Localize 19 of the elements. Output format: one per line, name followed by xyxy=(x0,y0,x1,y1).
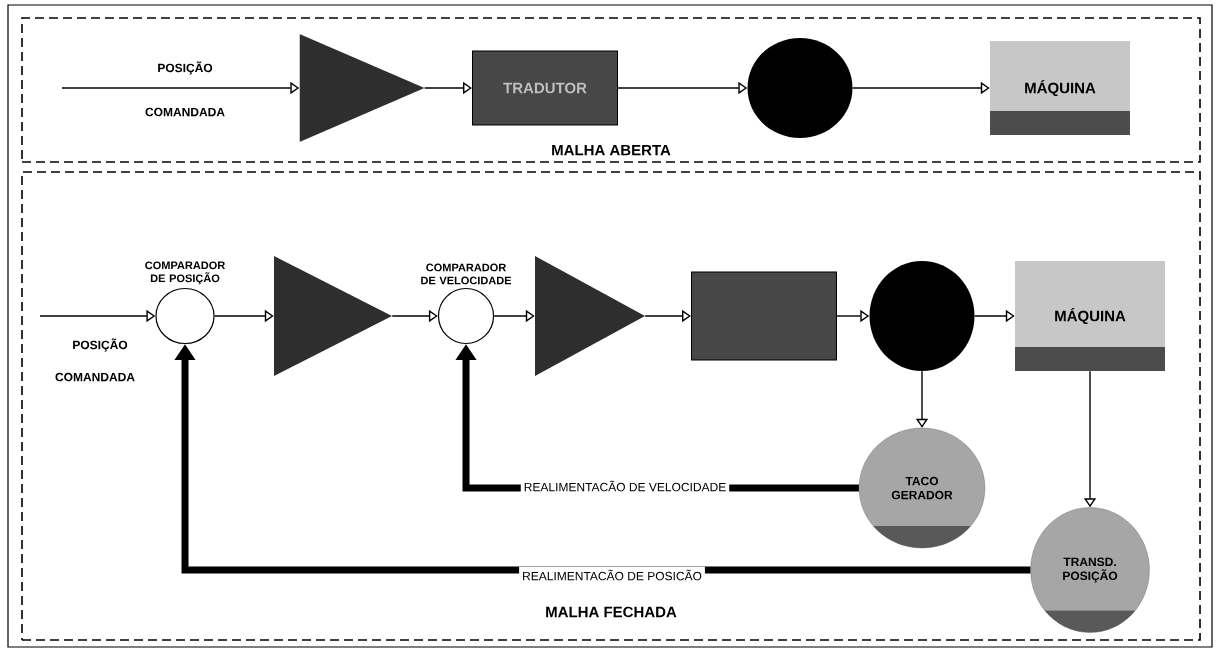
input-label: POSIÇÃO xyxy=(158,61,213,75)
input-label: COMANDADA xyxy=(55,372,135,382)
input-label: POSIÇÃO xyxy=(73,338,128,352)
amplifier-triangle xyxy=(274,256,392,376)
motor-drawing xyxy=(747,38,853,138)
edge-label: REALIMENTACÃO DE VELOCIDADE xyxy=(520,477,730,495)
motor-drawing xyxy=(869,261,975,371)
edge-label: REALIMENTACÃO DE POSICÃO xyxy=(519,566,705,584)
node-label: COMPARADOR DE VELOCIDADE xyxy=(421,263,512,285)
machine-box: MÁQUINA xyxy=(1015,261,1165,371)
translator-box xyxy=(691,271,837,361)
amplifier-triangle xyxy=(299,34,425,142)
translator-box: TRADUTOR xyxy=(472,50,618,126)
machine-box: MÁQUINA xyxy=(990,41,1130,135)
sensor-drawing: TACO GERADOR xyxy=(858,427,986,549)
input-label: COMANDADA xyxy=(145,107,225,117)
amplifier-triangle xyxy=(535,256,645,376)
node-label: COMPARADOR DE POSIÇÃO xyxy=(145,261,225,285)
sensor-drawing: TRANSD. POSIÇÃO xyxy=(1030,507,1150,633)
